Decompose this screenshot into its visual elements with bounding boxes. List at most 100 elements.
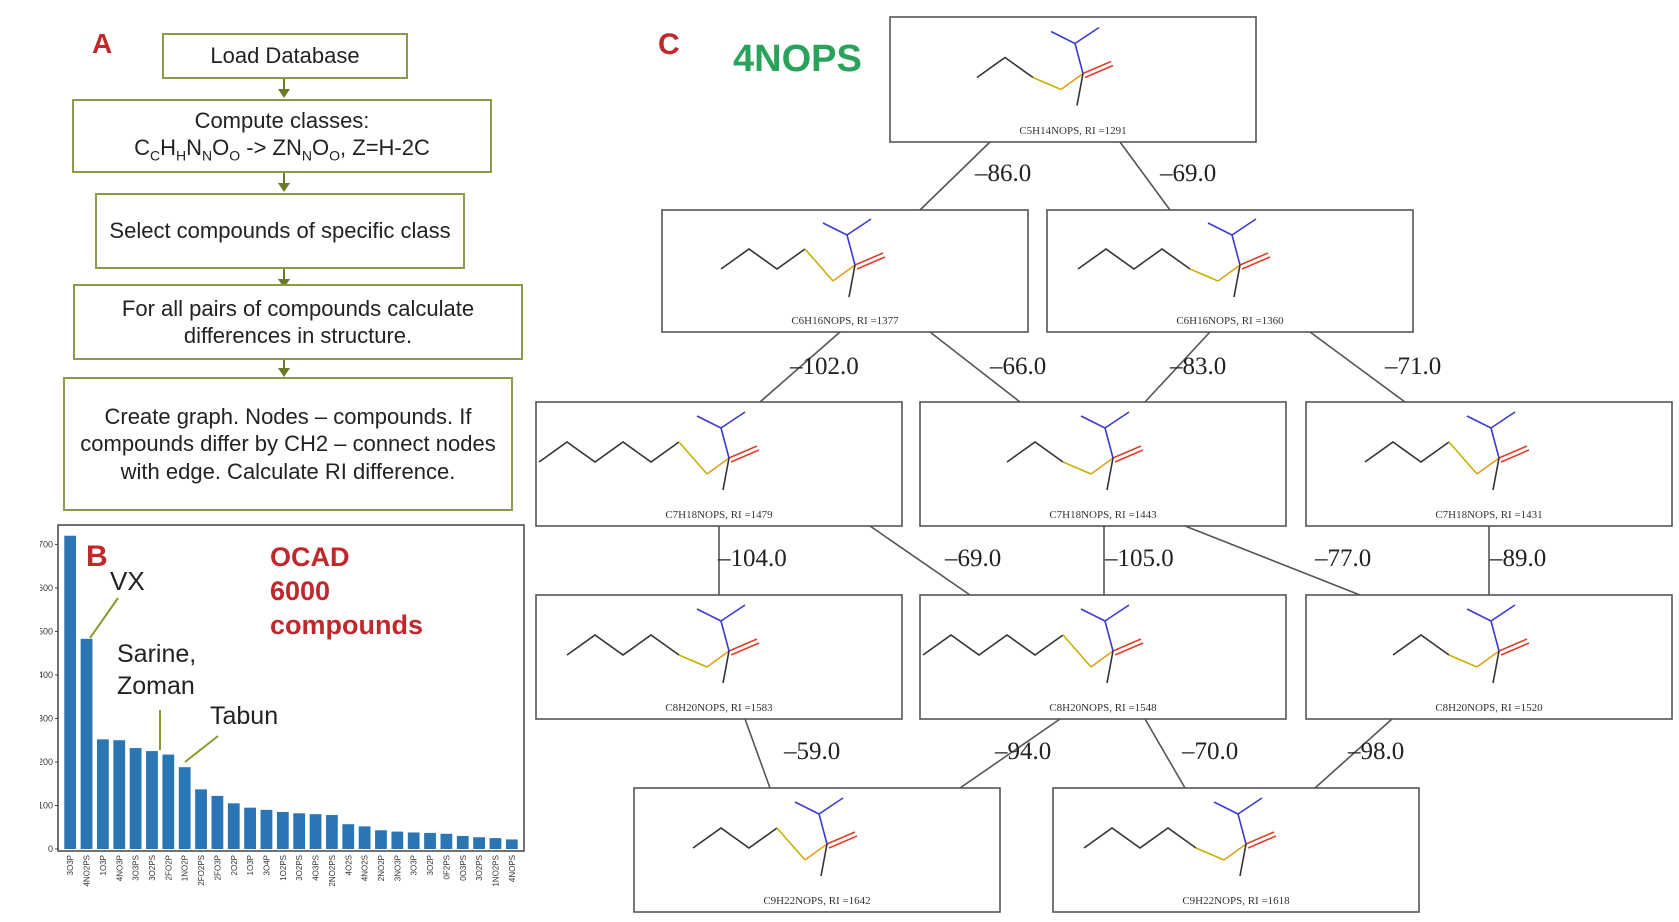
bar-2NO2P <box>375 830 387 849</box>
y-tick-label: 500 <box>40 626 53 636</box>
bar-1NO2P <box>178 767 191 849</box>
graph-edge <box>959 718 1061 789</box>
graph-edge <box>1309 331 1406 403</box>
step-compute-classes: Compute classes: CCHHNNOO -> ZNNOO, Z=H-… <box>72 99 492 173</box>
molecule-structure <box>1083 797 1277 877</box>
edge-label: –69.0 <box>944 545 1001 572</box>
x-tick-label: 1NO2P <box>181 855 190 881</box>
graph-edge <box>919 141 991 211</box>
bar-4NOPS <box>505 839 518 849</box>
bar-3NO3P <box>391 831 404 849</box>
edge-label: –102.0 <box>789 353 859 380</box>
bar-1O2PS <box>276 812 289 849</box>
edge-label: –89.0 <box>1489 545 1546 572</box>
molecule-structure <box>566 604 760 684</box>
step-text: Compute classes: <box>194 107 370 133</box>
molecule-structure <box>976 26 1114 106</box>
graph-edge <box>1119 141 1171 211</box>
step-text: Load Database <box>210 43 360 69</box>
vx-annotation: VX <box>110 566 145 596</box>
x-tick-label: 3O2P <box>426 855 435 875</box>
compound-node: C6H16NOPS, RI =1377 <box>661 209 1029 333</box>
y-tick-label: 0 <box>48 844 53 854</box>
x-tick-label: 2O2P <box>230 855 239 875</box>
x-tick-label: 2NO2PS <box>328 855 337 887</box>
edge-label: –105.0 <box>1104 545 1174 572</box>
edge-label: –59.0 <box>783 738 840 765</box>
graph-edge <box>1314 718 1393 789</box>
bar-0O3PS <box>456 835 469 849</box>
bar-1O3P <box>97 739 109 849</box>
bar-3O2P <box>424 832 436 849</box>
panel-b-label: B <box>86 540 108 573</box>
panel-c-label: C <box>658 28 680 61</box>
graph-edge <box>1144 331 1211 403</box>
x-tick-label: 2FO3P <box>213 855 222 880</box>
class-title: 4NOPS <box>733 38 862 80</box>
node-caption: C7H18NOPS, RI =1479 <box>665 509 773 521</box>
x-tick-label: 4NO2PS <box>83 855 92 887</box>
step-create-graph: Create graph. Nodes – compounds. If comp… <box>63 377 513 511</box>
x-tick-label: 3O3P <box>410 855 419 875</box>
bar-4NO2S <box>358 826 371 849</box>
x-tick-label: 0O3PS <box>459 855 468 881</box>
edge-label: –98.0 <box>1347 738 1404 765</box>
bar-2FO2P <box>162 754 175 849</box>
bar-1O3P <box>244 807 256 849</box>
compound-node: C7H18NOPS, RI =1479 <box>535 401 903 527</box>
x-tick-label: 4NO2S <box>361 855 370 881</box>
x-tick-label: 4NO3P <box>115 855 124 881</box>
x-tick-label: 4O3PS <box>312 855 321 881</box>
node-caption: C9H22NOPS, RI =1618 <box>1182 895 1290 907</box>
molecule-structure <box>538 411 760 491</box>
molecule-structure <box>1077 218 1271 298</box>
sarine-annotation: Sarine,Zoman <box>117 640 197 700</box>
step-text: Create graph. Nodes – compounds. If comp… <box>80 403 496 484</box>
edge-label: –104.0 <box>717 545 787 572</box>
node-caption: C9H22NOPS, RI =1642 <box>763 895 870 907</box>
bar-2NO2PS <box>326 815 338 849</box>
y-tick-label: 600 <box>40 583 53 593</box>
y-tick-label: 200 <box>40 757 53 767</box>
edge-label: –71.0 <box>1384 353 1441 380</box>
bar-3O3P <box>64 535 77 849</box>
x-tick-label: 2FO2PS <box>197 855 206 886</box>
edge-label: –70.0 <box>1181 738 1238 765</box>
bar-4O2S <box>342 824 355 849</box>
bar-3O2PS <box>473 837 485 849</box>
step-text: For all pairs of compounds calculate dif… <box>121 295 475 349</box>
bar-4NO2PS <box>80 638 93 849</box>
bar-1NO2PS <box>489 838 502 849</box>
graph-edge <box>759 331 841 403</box>
node-caption: C5H14NOPS, RI =1291 <box>1019 125 1126 137</box>
bar-2FO3P <box>211 795 224 849</box>
node-caption: C7H18NOPS, RI =1431 <box>1435 509 1542 521</box>
y-tick-label: 100 <box>40 800 53 810</box>
bar-3O2PS <box>146 751 158 849</box>
edge-label: –77.0 <box>1314 545 1371 572</box>
plot-frame <box>57 524 525 852</box>
molecule-structure <box>1006 411 1144 491</box>
bar-2O2P <box>227 803 240 849</box>
edge-label: –86.0 <box>974 160 1031 187</box>
molecule-structure <box>922 604 1144 684</box>
panel-a-label: A <box>92 28 113 59</box>
molecule-structure <box>1364 411 1530 491</box>
x-tick-label: 2FO2P <box>164 855 173 880</box>
edge-label: –66.0 <box>989 353 1046 380</box>
class-formula: CCHHNNOO -> ZNNOO, Z=H-2C <box>134 135 430 164</box>
compound-node: C8H20NOPS, RI =1520 <box>1305 594 1673 720</box>
bar-3O3PS <box>129 748 142 849</box>
x-tick-label: 3O4P <box>262 855 271 875</box>
x-tick-label: 4O2S <box>344 855 353 875</box>
node-caption: C8H20NOPS, RI =1520 <box>1435 702 1543 714</box>
node-caption: C8H20NOPS, RI =1583 <box>665 702 773 714</box>
y-tick-label: 400 <box>40 670 53 680</box>
x-tick-label: 1NO2PS <box>491 855 500 887</box>
node-caption: C7H18NOPS, RI =1443 <box>1049 509 1157 521</box>
bar-4NO3P <box>113 740 126 849</box>
x-tick-label: 3NO3P <box>393 855 402 881</box>
